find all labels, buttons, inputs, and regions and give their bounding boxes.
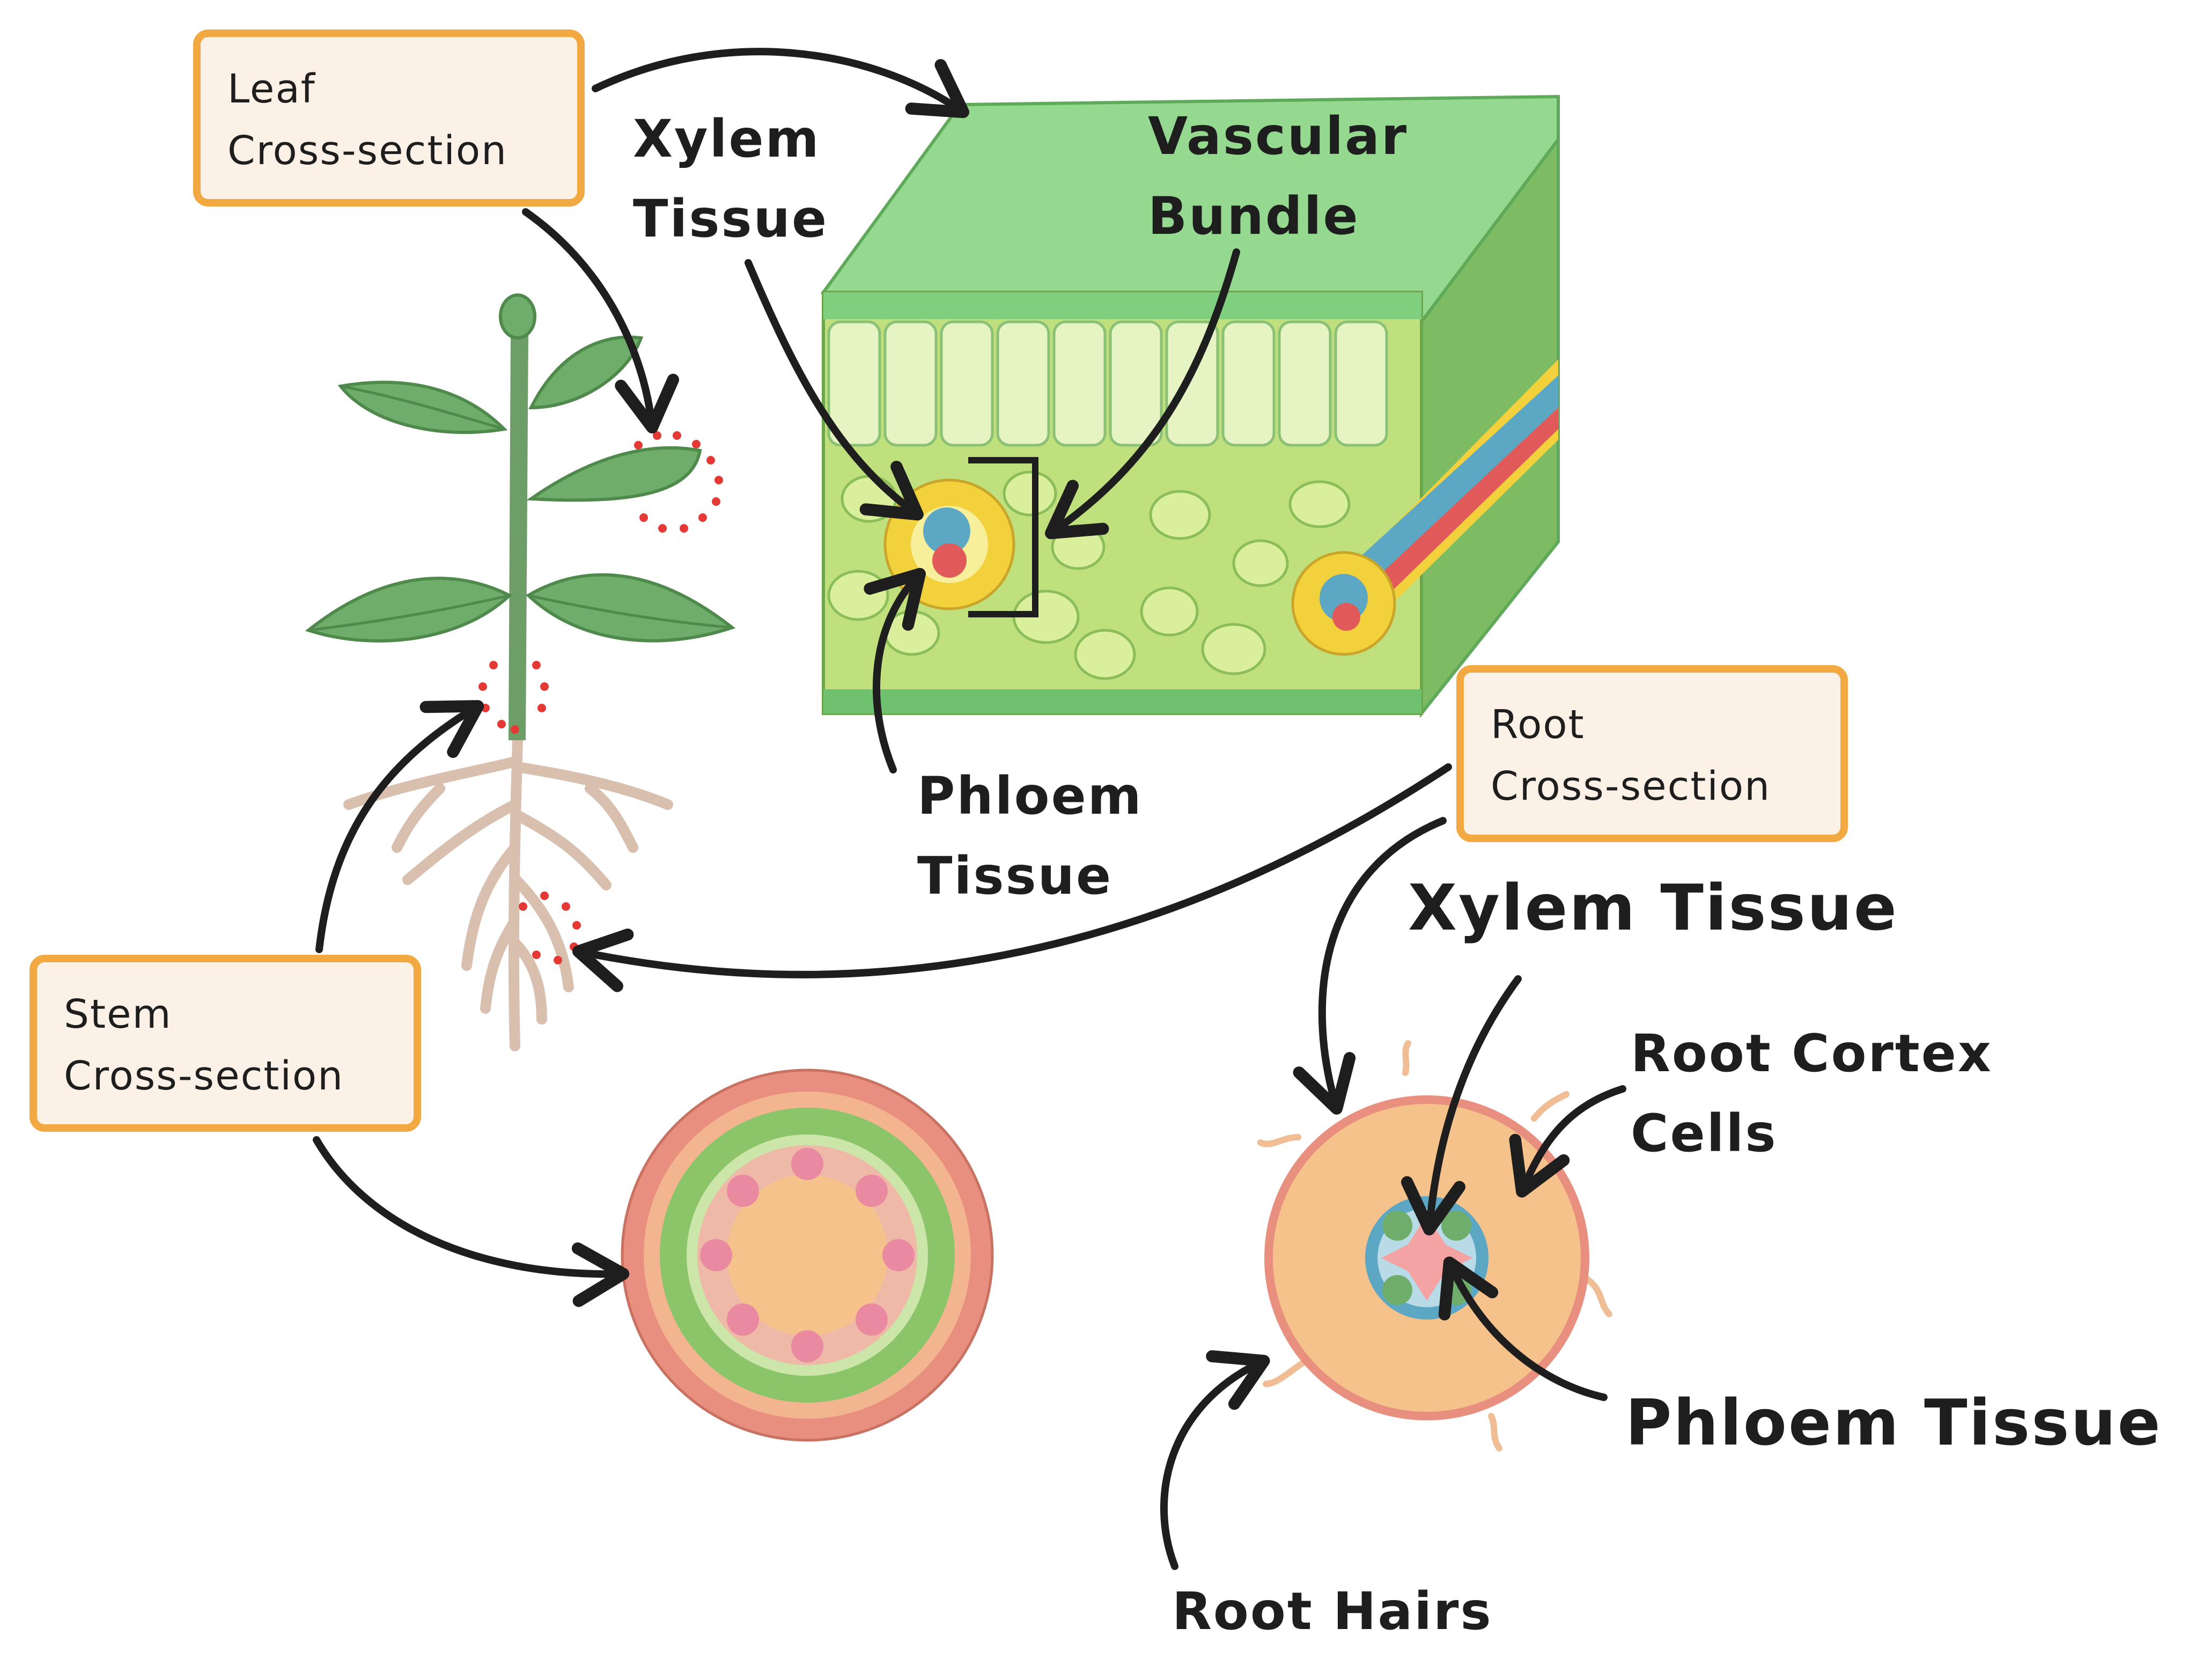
bundle-bracket: [968, 457, 1038, 617]
leaf-phloem-label: Phloem Tissue: [917, 766, 1143, 906]
highlight-dots: [478, 431, 723, 964]
arrow-vascular-bundle: [1045, 248, 1240, 540]
arrow-xylem-leaf: [745, 259, 924, 521]
leaf-xylem-label: Xylem Tissue: [633, 109, 829, 249]
root-xylem-label: Xylem Tissue: [1408, 871, 1898, 945]
leaf-box-line2: Cross-section: [227, 127, 508, 174]
root-section-illustration: [1257, 1040, 1612, 1451]
plant-leaves: [305, 293, 736, 643]
arrow-rootbox-to-root: [1293, 817, 1447, 1115]
root-cortex-label: Root Cortex Cells: [1631, 1023, 1993, 1163]
arrow-root-cortex: [1509, 1085, 1626, 1198]
stem-box-line2: Cross-section: [64, 1052, 344, 1099]
root-hairs-label: Root Hairs: [1172, 1581, 1493, 1641]
arrow-stembox-to-stem: [313, 1136, 630, 1307]
vascular-bundle-label: Vascular Bundle: [1148, 106, 1409, 246]
arrow-stembox-to-plant: [315, 700, 484, 953]
stem-section-illustration: [621, 1069, 994, 1442]
arrow-root-phloem: [1438, 1256, 1608, 1401]
plant-roots: [343, 735, 673, 1051]
leaf-veins: [308, 385, 733, 632]
plant-stem: [509, 333, 528, 740]
arrow-root-xylem: [1401, 975, 1522, 1236]
root-box-line2: Cross-section: [1491, 763, 1771, 809]
root-phloem-label: Phloem Tissue: [1625, 1386, 2162, 1460]
vascular-bundle-right: [1291, 359, 1558, 656]
arrow-leafbox-to-plant: [522, 208, 680, 434]
leaf-box-line1: Leaf: [227, 66, 316, 112]
stem-cross-section-box: Stem Cross-section: [30, 955, 421, 1132]
arrow-leafbox-to-leaf: [592, 48, 970, 119]
root-box-line1: Root: [1491, 702, 1585, 748]
stem-box-line1: Stem: [64, 991, 172, 1037]
leaf-cross-section-box: Leaf Cross-section: [193, 30, 585, 207]
plant-illustration: [305, 293, 736, 1051]
arrow-rootbox-to-plant: [572, 763, 1452, 992]
arrow-phloem-leaf: [864, 568, 926, 773]
arrows: [313, 48, 1626, 1570]
root-cross-section-box: Root Cross-section: [1456, 665, 1848, 842]
arrow-root-hairs: [1160, 1350, 1270, 1570]
